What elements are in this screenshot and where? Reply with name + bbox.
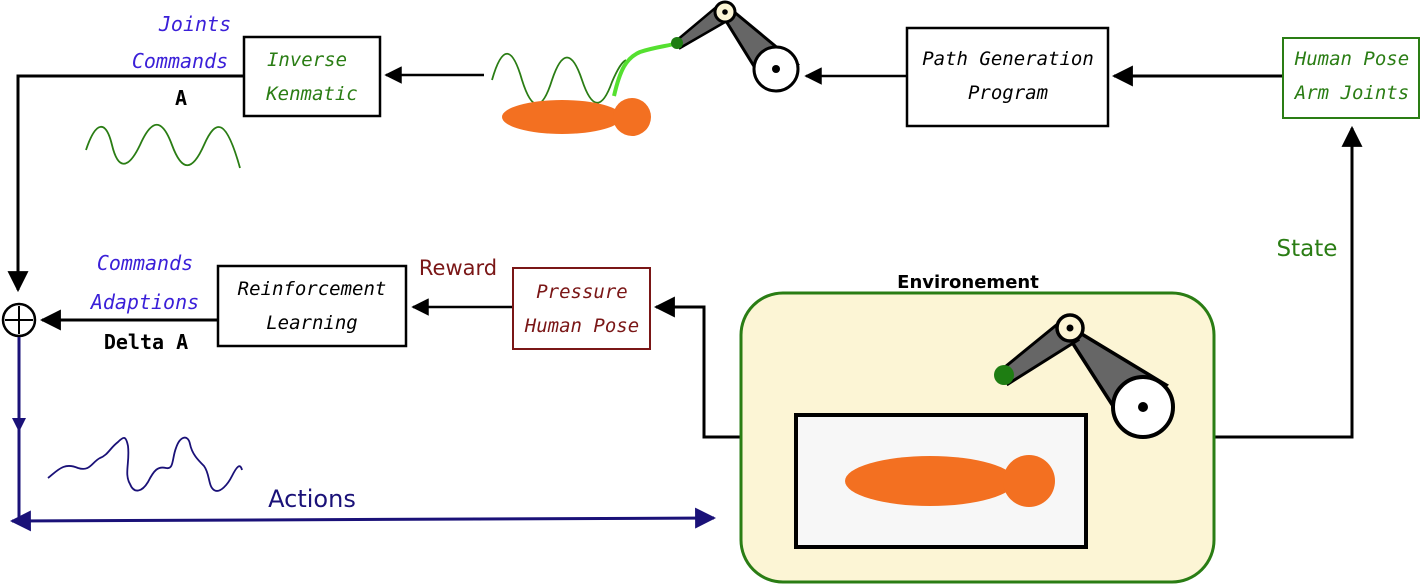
env-to-pressure-line xyxy=(653,296,741,439)
path-generation-block: Path Generation Program xyxy=(905,26,1110,128)
commands-adaptions-line2: Adaptions xyxy=(89,290,199,314)
lying-human-icon-top xyxy=(502,98,651,136)
reinforcement-learning-line1: Reinforcement xyxy=(238,278,387,300)
reinforcement-learning-block: Reinforcement Learning xyxy=(216,264,408,348)
signal-a-label: A xyxy=(175,86,187,110)
inverse-kinematic-line2: Kenmatic xyxy=(265,83,358,105)
actions-arrow xyxy=(9,507,717,532)
joints-commands-label-line2: Commands xyxy=(132,49,228,73)
state-label: State xyxy=(1277,236,1338,262)
human-pose-arm-joints-block: Human Pose Arm Joints xyxy=(1282,37,1420,119)
actions-label: Actions xyxy=(268,485,356,513)
noisy-wave-icon xyxy=(47,436,243,492)
trajectory-wave-icon xyxy=(491,52,627,105)
delta-a-label: Delta A xyxy=(104,330,188,354)
sine-wave-icon xyxy=(85,124,241,169)
pressure-human-pose-block: Pressure Human Pose xyxy=(512,267,651,350)
inverse-kinematic-line1: Inverse xyxy=(267,49,347,71)
state-line xyxy=(1214,125,1363,439)
reinforcement-learning-line2: Learning xyxy=(266,312,358,334)
lying-human-icon xyxy=(845,455,1055,507)
reward-label: Reward xyxy=(419,256,497,280)
human-pose-line1: Human Pose xyxy=(1294,48,1409,70)
robot-arm-icon-top xyxy=(671,0,801,93)
pressure-line2: Human Pose xyxy=(524,315,639,337)
end-effector-path-icon xyxy=(612,41,679,97)
joints-command-line xyxy=(7,74,244,293)
circled-plus-icon xyxy=(1,302,37,338)
path-generation-line1: Path Generation xyxy=(922,48,1094,70)
commands-adaptions-line1: Commands xyxy=(97,251,193,275)
human-pose-line2: Arm Joints xyxy=(1294,82,1409,104)
environment-title: Environement xyxy=(897,272,1039,293)
path-generation-line2: Program xyxy=(968,82,1048,104)
environment-block xyxy=(739,291,1216,584)
pressure-line1: Pressure xyxy=(536,281,628,303)
joints-commands-label-line1: Joints xyxy=(158,12,231,36)
robot-arm-icon xyxy=(994,313,1175,439)
inverse-kinematic-block: Inverse Kenmatic xyxy=(242,35,382,118)
actions-down-arrowhead xyxy=(12,418,26,432)
